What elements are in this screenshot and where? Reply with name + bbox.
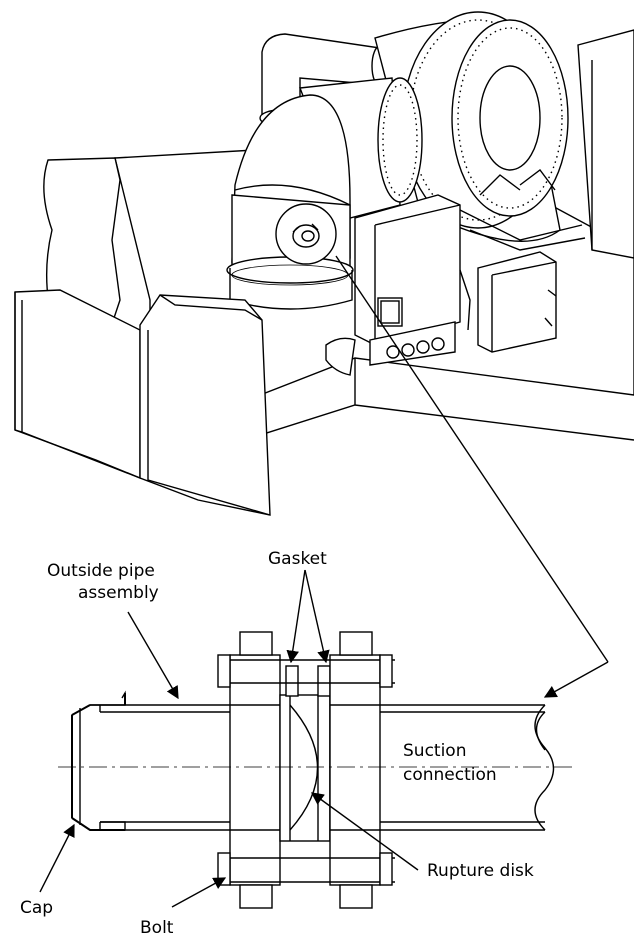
chiller-assembly-drawing [14, 11, 634, 516]
detail-arrow [543, 661, 609, 698]
rupture-disk-section-detail [58, 631, 575, 909]
label-suction-2: connection [403, 765, 497, 785]
label-outside-pipe-1: Outside pipe [47, 561, 155, 581]
leader-bolt [171, 877, 227, 908]
flange-right [329, 654, 381, 886]
flange-left [229, 654, 281, 886]
label-suction-1: Suction [403, 741, 466, 761]
detail-leader-line [335, 255, 609, 663]
leader-rupture-disk [310, 792, 419, 871]
leader-gasket-right [304, 569, 330, 664]
label-rupture-disk: Rupture disk [427, 861, 534, 881]
leader-gasket-left [286, 569, 306, 664]
leader-outside-pipe [127, 611, 179, 700]
label-cap: Cap [20, 898, 53, 918]
leader-cap [39, 823, 75, 893]
suction-pipe [380, 704, 545, 831]
outside-pipe-left [90, 704, 230, 831]
label-outside-pipe-2: assembly [78, 583, 159, 603]
label-bolt: Bolt [140, 918, 174, 938]
rupture-disk-dome [289, 704, 319, 831]
label-gasket: Gasket [268, 549, 327, 569]
